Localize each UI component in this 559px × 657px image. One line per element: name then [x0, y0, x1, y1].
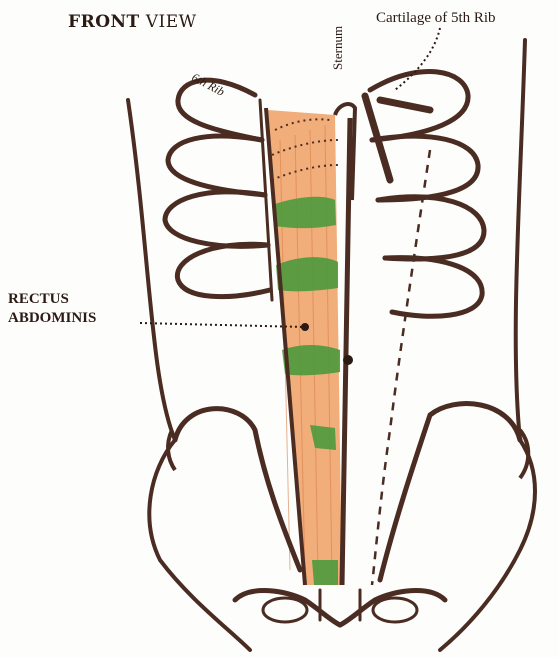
title-view: VIEW [146, 12, 197, 32]
label-rectus-line1: RECTUS [8, 290, 96, 309]
rectus-leader [140, 323, 305, 327]
rectus-leader-dot [301, 323, 309, 331]
title-front: FRONT [68, 12, 140, 32]
left-ribcage [165, 80, 272, 300]
label-sternum: Sternum [330, 26, 346, 70]
tendon-node [343, 355, 353, 365]
pelvis [175, 404, 520, 625]
label-rectus-abdominis: RECTUS ABDOMINIS [8, 290, 96, 328]
torso-right-outline [440, 40, 535, 650]
right-sheath-dashed [372, 150, 430, 585]
label-rectus-line2: ABDOMINIS [8, 309, 96, 328]
linea-alba [342, 118, 350, 585]
title-front-view: FRONT VIEW [68, 12, 197, 32]
right-ribcage [365, 71, 484, 316]
label-cartilage: Cartilage of 5th Rib [376, 10, 496, 27]
cartilage-leader [395, 28, 440, 90]
